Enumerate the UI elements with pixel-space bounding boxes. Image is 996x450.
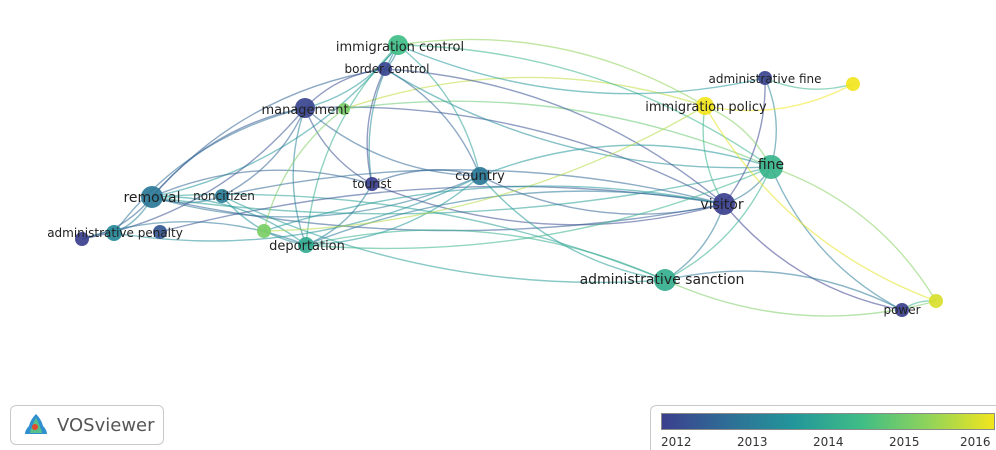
node-label-border-control: border control — [344, 62, 429, 76]
edge-immigration-control-administrative-fine — [397, 44, 766, 95]
node-fine[interactable] — [759, 155, 783, 179]
node-label-administrative-penalty: administrative penalty — [47, 226, 183, 240]
edge-border-control-fine — [384, 68, 772, 169]
edge-visitor-power — [723, 203, 903, 311]
node-label-management: management — [261, 103, 348, 118]
bibliometric-network: immigration control border control managem… — [47, 35, 943, 317]
node-label-power: power — [883, 303, 920, 317]
edge-immigration-control-immigration-policy — [397, 38, 706, 107]
label-layer: immigration control border control managem… — [47, 40, 920, 317]
edge-ap-purple-management — [81, 107, 306, 240]
edge-deportation-fine — [305, 166, 772, 250]
edge-management-visitor — [304, 106, 725, 205]
legend-tick-2012: 2012 — [661, 435, 692, 449]
node-ap-blue[interactable] — [153, 225, 167, 239]
edge-management-b-deportation-g — [263, 108, 345, 232]
vosviewer-brand-name: VOSviewer — [57, 414, 155, 436]
edge-management-b-fine — [343, 100, 772, 168]
edge-border-control-country — [384, 68, 481, 177]
year-color-legend: 2012 2013 2014 2015 2016 — [650, 405, 996, 450]
edge-country-fine — [479, 144, 772, 177]
node-border-control[interactable] — [378, 62, 392, 76]
edge-noncitizen-administrative-sanction — [221, 195, 666, 284]
node-removal[interactable] — [141, 186, 163, 208]
node-label-tourist: tourist — [353, 177, 392, 191]
legend-tick-2014: 2014 — [813, 435, 844, 449]
node-label-country: country — [455, 169, 505, 184]
edge-deportation-visitor — [305, 190, 725, 246]
legend-gradient-bar — [661, 413, 995, 430]
edge-management-noncitizen — [221, 107, 306, 197]
edge-administrative-fine-fine-y — [764, 77, 854, 90]
node-immigration-control[interactable] — [388, 35, 408, 55]
node-label-noncitizen: noncitizen — [193, 189, 255, 203]
node-label-immigration-policy: immigration policy — [645, 100, 767, 115]
edge-immigration-control-tourist — [368, 44, 399, 185]
node-tourist[interactable] — [365, 177, 379, 191]
node-label-immigration-control: immigration control — [336, 40, 464, 55]
edge-administrative-sanction-power — [664, 270, 903, 311]
node-country[interactable] — [471, 167, 489, 185]
edge-immigration-policy-power-y — [704, 105, 937, 302]
edge-administrative-penalty-management — [113, 107, 306, 234]
edge-removal-tourist — [151, 169, 373, 198]
edge-administrative-fine-fine — [764, 77, 777, 168]
edge-border-control-tourist — [366, 68, 386, 185]
node-immigration-policy[interactable] — [696, 97, 714, 115]
node-label-administrative-fine: administrative fine — [708, 72, 821, 86]
node-administrative-fine[interactable] — [758, 71, 772, 85]
node-deportation-g[interactable] — [257, 224, 271, 238]
node-label-administrative-sanction: administrative sanction — [580, 272, 745, 288]
node-layer — [75, 35, 943, 317]
edge-immigration-control-country — [397, 44, 481, 177]
node-label-deportation: deportation — [269, 239, 345, 254]
vosviewer-logo-panel: VOSviewer — [10, 405, 164, 445]
node-management[interactable] — [295, 98, 315, 118]
edge-fine-power — [770, 166, 903, 311]
legend-tick-2016: 2016 — [960, 435, 991, 449]
node-label-removal: removal — [123, 190, 180, 206]
legend-tick-2015: 2015 — [889, 435, 920, 449]
edge-management-country — [304, 107, 481, 177]
node-deportation[interactable] — [298, 237, 314, 253]
edge-visitor-immigration-policy — [702, 105, 725, 205]
edge-country-visitor — [479, 175, 725, 215]
edge-management-immigration-control — [304, 44, 399, 109]
edge-immigration-policy-fine-y — [704, 83, 854, 112]
edge-tourist-visitor — [371, 183, 725, 226]
node-management-b[interactable] — [338, 103, 350, 115]
node-visitor[interactable] — [713, 193, 735, 215]
edge-management-tourist — [304, 107, 373, 185]
node-noncitizen[interactable] — [215, 189, 229, 203]
legend-tick-2013: 2013 — [737, 435, 768, 449]
edge-fine-power-y — [770, 166, 937, 302]
node-label-fine: fine — [758, 157, 784, 173]
node-fine-y[interactable] — [846, 77, 860, 91]
node-power-y[interactable] — [929, 294, 943, 308]
node-administrative-sanction[interactable] — [654, 269, 676, 291]
vosviewer-logo-icon — [25, 414, 47, 434]
node-label-visitor: visitor — [700, 197, 743, 213]
edge-removal-border-control — [151, 68, 386, 198]
node-administrative-penalty[interactable] — [106, 225, 122, 241]
edge-border-control-visitor — [384, 68, 725, 205]
edge-deportation-administrative-sanction — [305, 229, 666, 281]
edge-fine-administrative-sanction — [664, 166, 772, 281]
node-power[interactable] — [895, 303, 909, 317]
edge-country-deportation — [305, 175, 481, 246]
edge-deportation-g-visitor — [263, 185, 725, 232]
edge-deportation-g-immigration-policy — [263, 105, 706, 232]
node-ap-purple[interactable] — [75, 232, 89, 246]
